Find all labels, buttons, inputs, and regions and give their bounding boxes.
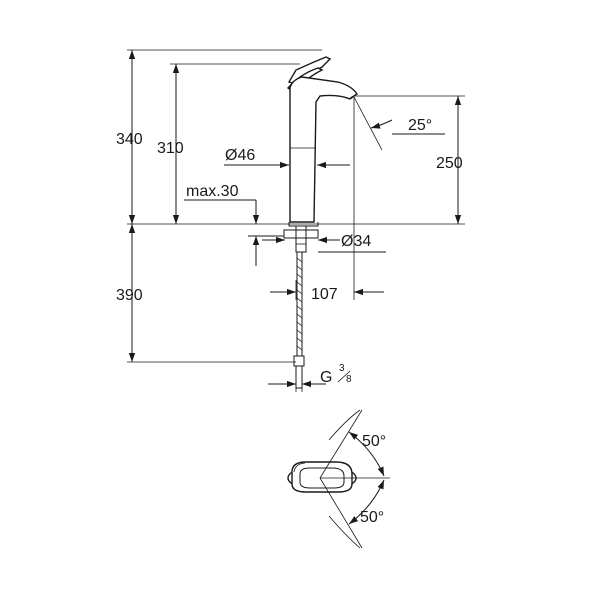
dim-46-label: Ø46	[225, 147, 255, 164]
dim-thread-den: 8	[346, 374, 352, 385]
hose-braid	[296, 257, 303, 351]
dim-connection-thread: G 3 8	[268, 363, 352, 392]
dim-reach-height: 250	[436, 96, 463, 224]
hose-fitting	[293, 355, 305, 367]
dim-thread-num: 3	[339, 363, 345, 374]
dim-hole-diameter: Ø34	[262, 233, 386, 253]
dim-34-label: Ø34	[341, 233, 371, 250]
dim-107-label: 107	[311, 286, 338, 303]
dim-250-label: 250	[436, 155, 463, 172]
dim-body-diameter: Ø46	[224, 147, 350, 169]
dim-deck-thickness: max.30	[184, 183, 284, 266]
top-lever-shadow	[293, 462, 306, 473]
faucet-side-view	[286, 56, 358, 227]
top-lever-inner	[299, 467, 345, 489]
dim-spout-height: 310	[157, 64, 184, 224]
faucet-top-view: 50° 50°	[287, 409, 390, 549]
spout-outlet-line	[349, 93, 358, 99]
dim-310-label: 310	[157, 140, 184, 157]
dim-hose-length: 390	[116, 224, 143, 362]
mounting-nut	[283, 229, 319, 239]
hose-tail	[295, 365, 303, 389]
extension-lines	[127, 49, 465, 363]
swivel-right-label: 50°	[360, 509, 384, 526]
dim-overall-height: 340	[116, 50, 143, 224]
dim-390-label: 390	[116, 287, 143, 304]
dim-thread-g-label: G	[320, 369, 332, 386]
swivel-left-label: 50°	[362, 433, 386, 450]
dim-25deg-label: 25°	[408, 117, 432, 134]
dim-spout-reach: 107	[270, 286, 384, 303]
mounting-hardware	[283, 225, 319, 389]
dim-max30-label: max.30	[186, 183, 239, 200]
dim-spout-angle: 25°	[353, 96, 445, 151]
faucet-body	[289, 76, 358, 223]
dim-340-label: 340	[116, 131, 143, 148]
swivel-arc-left	[328, 409, 361, 441]
swivel-arc-right	[328, 515, 361, 549]
